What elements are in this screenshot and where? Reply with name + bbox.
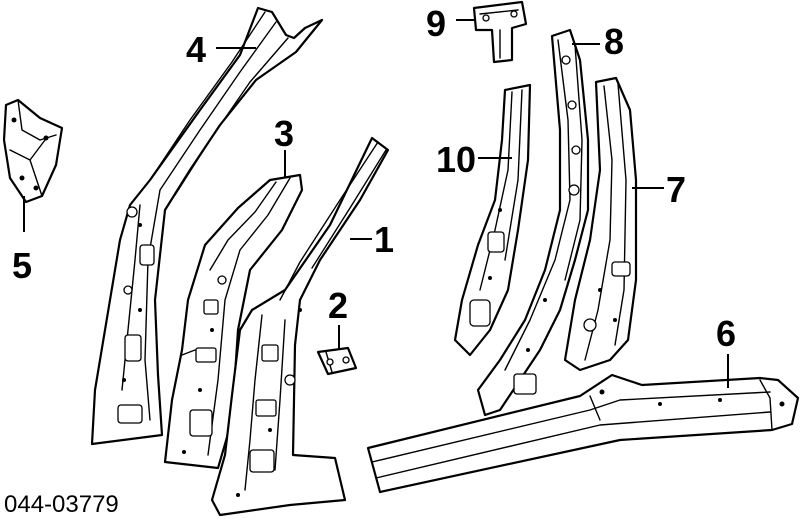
leader-lines <box>23 19 729 388</box>
part-3-center-pillar-reinforcement <box>163 173 304 470</box>
callout-7: 7 <box>666 169 686 210</box>
callout-5: 5 <box>12 245 32 286</box>
part-6-rocker-panel <box>366 373 800 494</box>
part-10-rear-inner-panel <box>453 83 532 357</box>
part-9-top-bracket <box>472 0 528 64</box>
callout-1: 1 <box>374 219 394 260</box>
callout-6: 6 <box>716 313 736 354</box>
callout-9: 9 <box>426 3 446 44</box>
callout-8: 8 <box>604 21 624 62</box>
reference-number: 044-03779 <box>4 491 119 518</box>
part-5-bracket <box>2 98 64 204</box>
callout-10: 10 <box>436 139 476 180</box>
part-4-front-pillar <box>90 6 324 446</box>
callout-2: 2 <box>328 285 348 326</box>
part-2-plate <box>316 346 358 376</box>
part-1-center-pillar-outer <box>210 136 390 517</box>
part-7-rear-pillar-outer <box>563 76 638 372</box>
callout-3: 3 <box>274 113 294 154</box>
callout-4: 4 <box>186 29 206 70</box>
part-8-rear-pillar <box>476 28 590 417</box>
